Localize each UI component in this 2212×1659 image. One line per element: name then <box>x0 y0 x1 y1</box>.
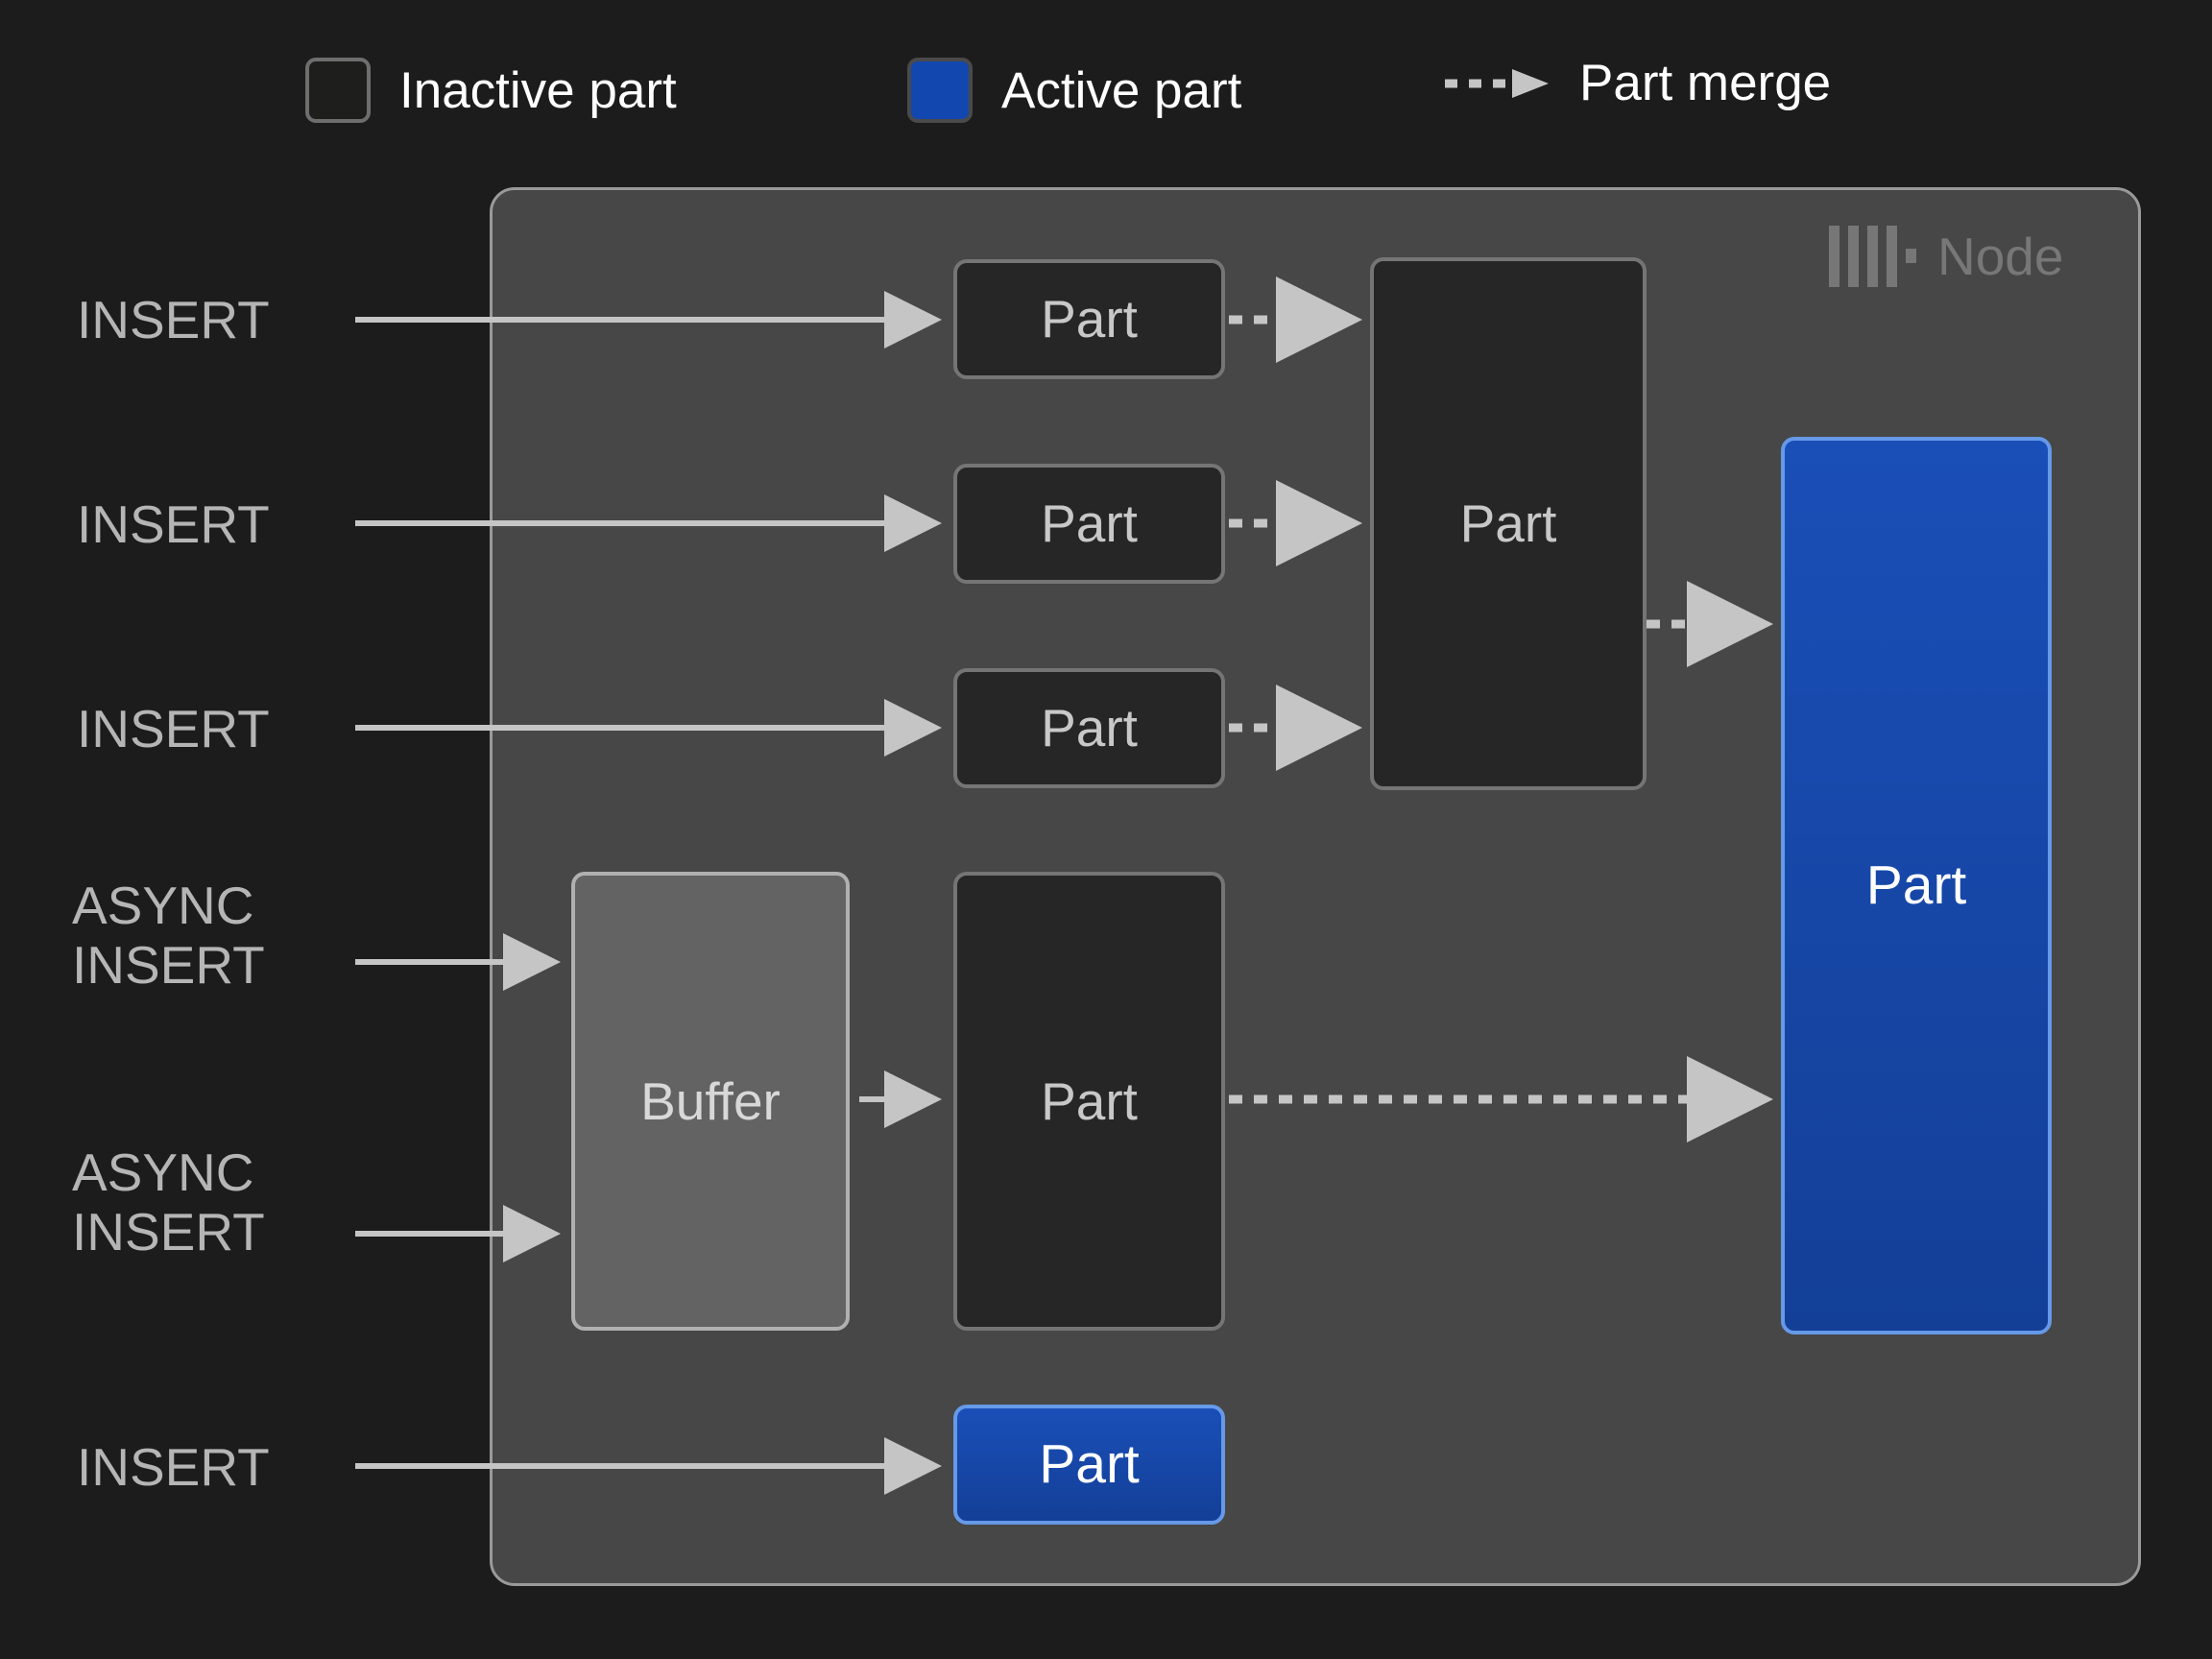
part-box-1-label: Part <box>1041 289 1138 349</box>
final-active-part-box-label: Part <box>1865 854 1967 916</box>
legend-item-inactive-part: Inactive part <box>305 58 677 123</box>
legend-item-part-merge: Part merge <box>1445 58 1831 108</box>
merged-part-box[interactable]: Part <box>1370 257 1647 790</box>
buffer-box[interactable]: Buffer <box>571 872 850 1331</box>
flow-label-async-insert-2: ASYNC INSERT <box>72 1142 265 1262</box>
legend-label-active-part: Active part <box>1001 61 1242 119</box>
part-box-2[interactable]: Part <box>953 464 1225 584</box>
legend-label-inactive-part: Inactive part <box>399 61 677 119</box>
legend-item-active-part: Active part <box>907 58 1241 123</box>
node-header: Node <box>1829 226 2063 287</box>
part-box-2-label: Part <box>1041 493 1138 553</box>
legend: Inactive part Active part Part merge <box>0 38 2212 144</box>
buffer-part-box-label: Part <box>1041 1070 1138 1131</box>
part-box-3[interactable]: Part <box>953 668 1225 788</box>
flow-label-insert-2: INSERT <box>77 494 270 554</box>
clickhouse-logo-icon <box>1829 226 1916 287</box>
flow-label-insert-1: INSERT <box>77 290 270 349</box>
direct-active-part-box-label: Part <box>1039 1433 1140 1495</box>
part-merge-arrow-icon <box>1445 68 1551 98</box>
buffer-part-box[interactable]: Part <box>953 872 1225 1331</box>
part-box-3-label: Part <box>1041 698 1138 757</box>
active-part-swatch-icon <box>907 58 973 123</box>
part-box-1[interactable]: Part <box>953 259 1225 379</box>
buffer-box-label: Buffer <box>640 1070 781 1131</box>
final-active-part-box[interactable]: Part <box>1781 437 2052 1334</box>
node-name-label: Node <box>1937 226 2064 286</box>
flow-label-insert-4: INSERT <box>77 1437 270 1497</box>
direct-active-part-box[interactable]: Part <box>953 1405 1225 1525</box>
legend-label-part-merge: Part merge <box>1579 55 1832 111</box>
merged-part-box-label: Part <box>1459 493 1557 553</box>
inactive-part-swatch-icon <box>305 58 371 123</box>
flow-label-async-insert-1: ASYNC INSERT <box>72 876 265 995</box>
flow-label-insert-3: INSERT <box>77 699 270 758</box>
